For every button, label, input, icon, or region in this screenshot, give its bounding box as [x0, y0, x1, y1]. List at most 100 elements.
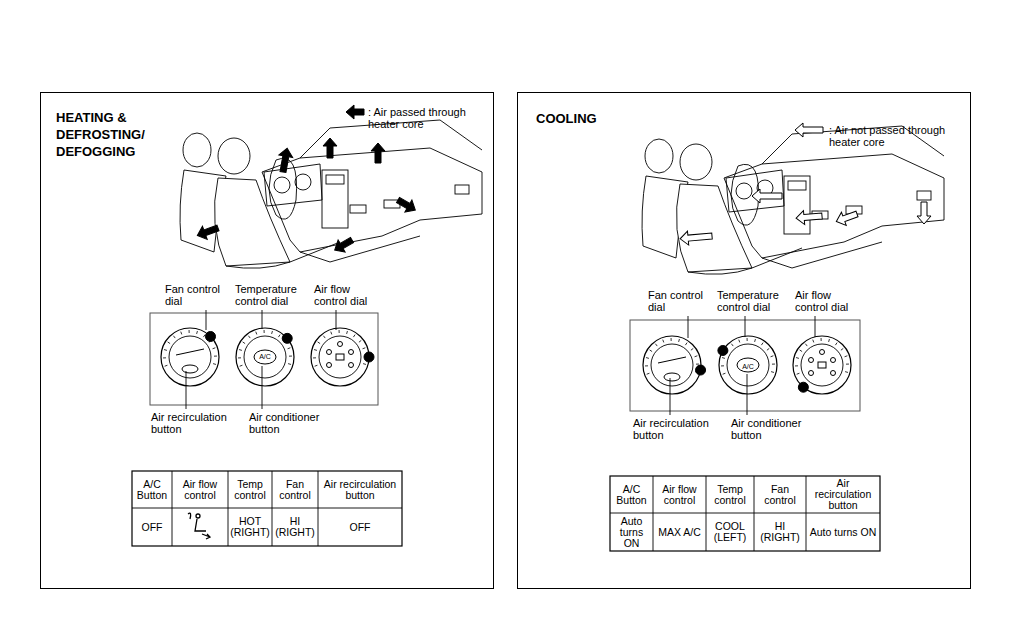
- vent: [350, 205, 366, 213]
- table-cell: A/C Button: [610, 476, 653, 513]
- airflow-arrow: [752, 189, 782, 203]
- table-cell: Temp control: [228, 471, 272, 508]
- button-marking: A/C: [259, 353, 271, 361]
- dial-tick: [671, 338, 672, 341]
- dial-rim: [719, 336, 777, 394]
- dashboard: [724, 154, 944, 258]
- table-text: Fan control: [273, 479, 317, 501]
- fan-scale: [658, 357, 686, 363]
- recirculation-button: [182, 365, 198, 373]
- table-text: Temp control: [229, 479, 271, 501]
- table-text: COOL (LEFT): [707, 521, 753, 543]
- dial-tick: [264, 330, 265, 333]
- dial-tick: [173, 336, 175, 338]
- mode-icon: [818, 362, 826, 368]
- mode-icon: [327, 363, 332, 368]
- control-dial: [236, 328, 294, 386]
- leader-line: [688, 316, 689, 338]
- dial-tick: [238, 357, 241, 358]
- table-rule: [706, 476, 707, 551]
- dial-rim: [161, 328, 219, 386]
- dial-tick: [647, 373, 650, 374]
- dial-knob: [244, 336, 286, 378]
- dial-tick: [288, 348, 291, 349]
- leader-line: [206, 310, 207, 330]
- instrument-cluster: [264, 164, 322, 206]
- mode-icon: [809, 358, 814, 363]
- gauge: [736, 183, 752, 199]
- leader-line: [670, 378, 671, 415]
- dial-tick: [650, 350, 652, 352]
- dial-tick: [796, 357, 799, 359]
- dial-tick: [164, 349, 167, 351]
- airflow-arrow: [371, 143, 385, 163]
- table-cell: Air recirculation button: [806, 476, 880, 513]
- dial-tick: [315, 365, 318, 366]
- table-cell: Air flow control: [172, 471, 228, 508]
- dial-tick: [189, 330, 190, 333]
- table-cell: OFF: [132, 508, 172, 546]
- table-border: [132, 471, 402, 546]
- table-cell: COOL (LEFT): [706, 513, 754, 551]
- dial-tick: [165, 365, 168, 366]
- mode-icon: [327, 350, 332, 355]
- leader-line: [336, 310, 337, 330]
- dial-tick: [747, 338, 748, 341]
- table-border: [610, 476, 880, 551]
- part-label: Air flow control dial: [795, 289, 857, 313]
- part-label: Fan control dial: [648, 289, 712, 313]
- dial-tick: [331, 332, 332, 335]
- leader-line: [262, 310, 263, 329]
- position-marker: [696, 365, 706, 375]
- fan-scale: [176, 349, 204, 355]
- dial-tick: [828, 339, 830, 342]
- airflow-arrow: [331, 234, 355, 256]
- part-label: Air conditioner button: [249, 411, 341, 435]
- dial-tick: [845, 371, 848, 373]
- dial-tick: [289, 356, 292, 357]
- part-label: Temperature control dial: [717, 289, 793, 313]
- table-rule: [754, 476, 755, 551]
- dial-tick: [841, 348, 843, 350]
- instrument-cluster: [726, 170, 784, 212]
- table-text: HI (RIGHT): [273, 516, 317, 538]
- legend-arrow: [346, 105, 364, 119]
- dial-tick: [203, 335, 205, 337]
- dial-tick: [240, 365, 243, 366]
- table-text: A/C Button: [133, 479, 171, 501]
- console: [300, 236, 420, 262]
- dial-tick: [314, 349, 317, 351]
- ac-button: [254, 350, 276, 364]
- dial-knob: [801, 344, 843, 386]
- seat-back: [676, 184, 752, 272]
- table-text: MAX A/C: [658, 527, 701, 538]
- table-text: Fan control: [755, 484, 805, 506]
- table-cell: HOT (RIGHT): [228, 508, 272, 546]
- table-cell: MAX A/C: [653, 513, 706, 551]
- panel-frame: HEATING & DEFROSTING/ DEFOGGING: [40, 92, 494, 589]
- table-text: HOT (RIGHT): [229, 516, 271, 538]
- dial-tick: [800, 350, 802, 352]
- control-dial: [161, 328, 219, 386]
- dial-tick: [363, 363, 366, 365]
- dial-tick: [739, 340, 740, 343]
- panel-frame: COOLING: [517, 92, 971, 589]
- head-icon: [196, 514, 200, 518]
- dial-tick: [695, 356, 698, 357]
- ac-button: [737, 358, 759, 372]
- dial-tick: [678, 339, 680, 342]
- leader-line: [747, 374, 748, 415]
- dial-tick: [353, 335, 355, 337]
- vent: [917, 191, 931, 200]
- table-rule: [228, 471, 229, 546]
- dial-tick: [196, 331, 198, 334]
- dashboard: [262, 148, 482, 252]
- table-cell: Air flow control: [653, 476, 706, 513]
- dial-tick: [213, 348, 216, 349]
- legend-arrow: [795, 123, 823, 137]
- part-label: Air recirculation button: [151, 411, 243, 435]
- airflow-arrow: [795, 209, 822, 225]
- seat-cushion: [226, 242, 340, 268]
- dial-tick: [646, 357, 649, 359]
